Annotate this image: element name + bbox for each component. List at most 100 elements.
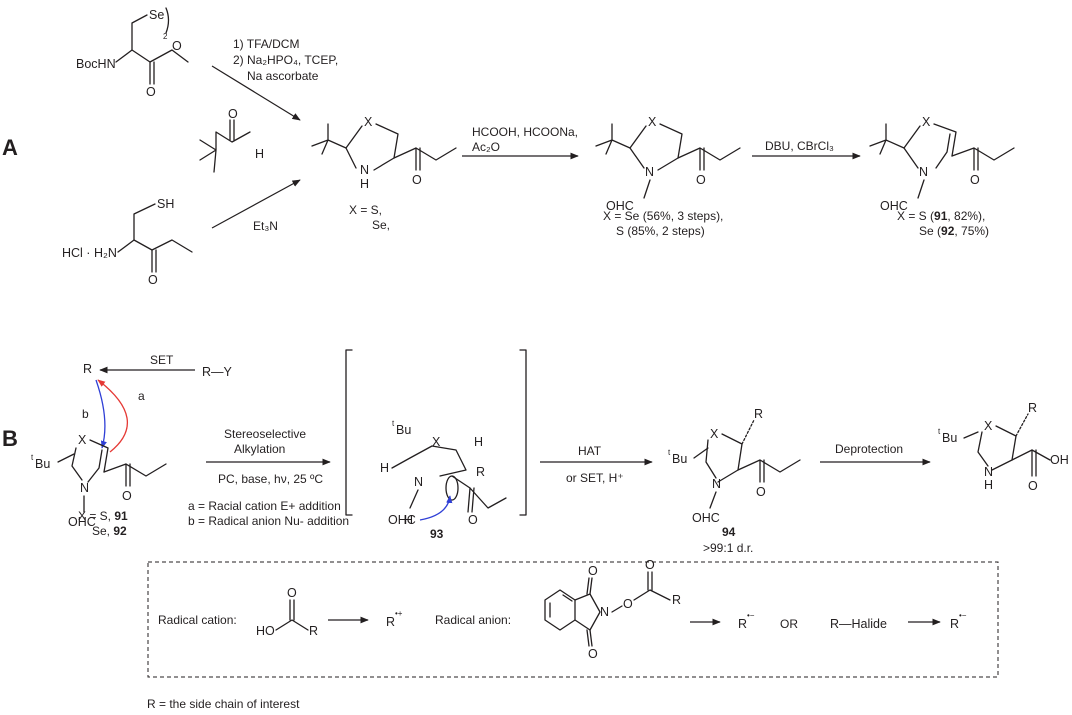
x-94: X [710, 427, 719, 441]
tbu-1: Bu [35, 457, 50, 471]
cys-ester-o: O [148, 273, 158, 287]
compound-94-label: 94 [722, 525, 736, 539]
tbu-sup-1: t [31, 453, 34, 462]
panel-label-b: B [2, 426, 18, 451]
ohc-93: OHC [388, 513, 416, 527]
o-b1: O [122, 489, 132, 503]
ohc-1: OHC [606, 199, 634, 213]
h-93: H [380, 461, 389, 475]
hat-line1: HAT [578, 444, 602, 458]
yield2-line1: X = S (91, 82%), [897, 209, 985, 223]
rc-product: R [386, 615, 395, 629]
cond2: Et₃N [253, 219, 278, 233]
hat-line2: or SET, H⁺ [566, 471, 624, 485]
cond3-line1: HCOOH, HCOONa, [472, 125, 578, 139]
r-radical: R [83, 362, 92, 376]
n-formyl-thiazolidine: X N OHC O X = Se (56%, 3 steps), S (85%,… [595, 115, 741, 238]
footnote: R = the side chain of interest [147, 697, 300, 711]
formyl-n: N [645, 165, 654, 179]
cond3-line2: Ac₂O [472, 140, 500, 154]
n-93: N [414, 475, 423, 489]
tbu-final: Bu [942, 431, 957, 445]
radical-legend-box [147, 561, 999, 678]
cond-b-line3: PC, base, hν, 25 ºC [218, 472, 323, 486]
ring-h: H [360, 177, 369, 191]
legend-b: b = Radical anion Nu- addition [188, 514, 349, 528]
conditions-1: 1) TFA/DCM 2) Na₂HPO₄, TCEP, Na ascorbat… [233, 37, 338, 83]
x-values-b-2: Se, 92 [92, 524, 127, 538]
thiazoline-91-92: X N OHC O X = S (91, 82%), Se (92, 75%) [869, 115, 1015, 238]
nhpi-o2: O [588, 647, 598, 661]
nhpi-n: N [600, 605, 609, 619]
nhpi-r: R [672, 593, 681, 607]
thiazolidine: X N H O X = S, Se, [311, 115, 457, 232]
hat-conditions: HAT or SET, H⁺ [566, 444, 624, 485]
sh-label: SH [157, 197, 174, 211]
cond1-line1: 1) TFA/DCM [233, 37, 299, 51]
arrow-a1 [211, 65, 301, 121]
set-generation: R SET R—Y b a [82, 353, 233, 453]
x-values-1: X = S, [349, 203, 382, 217]
ring-n: N [360, 163, 369, 177]
cond1-line3: Na ascorbate [247, 69, 319, 83]
nhpi-carbonyl-o: O [645, 558, 655, 572]
nhpi-o1: O [588, 564, 598, 578]
bochn-label: BocHN [76, 57, 116, 71]
panel-label-a: A [2, 135, 18, 160]
yield1-line1: X = Se (56%, 3 steps), [603, 209, 723, 223]
rc-charge: •+ [395, 609, 403, 618]
x-93: X [432, 435, 441, 449]
oh-final: OH [1050, 453, 1069, 467]
compound-94: t Bu X R N OHC O 94 >99:1 d.r. [668, 407, 801, 555]
cond-b-line1: Stereoselective [224, 427, 306, 441]
aldehyde-o: O [228, 107, 238, 121]
dr-label: >99:1 d.r. [703, 541, 753, 555]
ohc-94: OHC [692, 511, 720, 525]
final-amino-acid: t Bu X R N H O OH [938, 401, 1069, 493]
thiazoline-o: O [970, 173, 980, 187]
set-label: SET [150, 353, 174, 367]
rc-ho: HO [256, 624, 275, 638]
x-values-2: Se, [372, 218, 390, 232]
deprotection-label: Deprotection [835, 442, 903, 456]
hcl-label: HCl · H₂N [62, 246, 117, 260]
se-subscript: 2 [163, 32, 168, 41]
formyl-x: X [648, 115, 657, 129]
radical-anion-label: Radical anion: [435, 613, 511, 627]
tbu-93: Bu [396, 423, 411, 437]
cond-b-line2: Alkylation [234, 442, 285, 456]
or-label: OR [780, 617, 798, 631]
compound-93: 93 [430, 527, 444, 541]
thiazoline-n: N [919, 165, 928, 179]
o-93: O [468, 513, 478, 527]
radical-cation-label: Radical cation: [158, 613, 237, 627]
tbu-sup-final: t [938, 427, 941, 436]
radical-anion-example: Radical anion: O O N O O R R •− OR R—Hal… [435, 558, 967, 661]
curved-arrow-b [95, 379, 107, 449]
aldehyde-h: H [255, 147, 264, 161]
cond4: DBU, CBrCl₃ [765, 139, 834, 153]
r-final: R [1028, 401, 1037, 415]
ester-o2-label: O [172, 39, 182, 53]
n-94: N [712, 477, 721, 491]
thiaz-o: O [412, 173, 422, 187]
ra-charge-2: •− [959, 611, 967, 620]
ring-x: X [364, 115, 373, 129]
ohc-2: OHC [880, 199, 908, 213]
r-y: R—Y [202, 365, 233, 379]
yield2-line2: Se (92, 75%) [919, 224, 989, 238]
x-values-b-1: X = S, 91 [78, 509, 128, 523]
formyl-o: O [696, 173, 706, 187]
thiazoline-x: X [922, 115, 931, 129]
x-b1: X [78, 433, 87, 447]
cond1-line2: 2) Na₂HPO₄, TCEP, [233, 53, 338, 67]
ra-product-2: R [950, 617, 959, 631]
curved-arrow-a [97, 379, 129, 453]
se-label: Se [149, 8, 164, 22]
tbu-94: Bu [672, 452, 687, 466]
tbu-sup-94: t [668, 448, 671, 457]
x-final: X [984, 419, 993, 433]
pivaldehyde: O H [199, 107, 264, 173]
cysteine-ester: SH HCl · H₂N O [62, 197, 193, 287]
r-94: R [754, 407, 763, 421]
